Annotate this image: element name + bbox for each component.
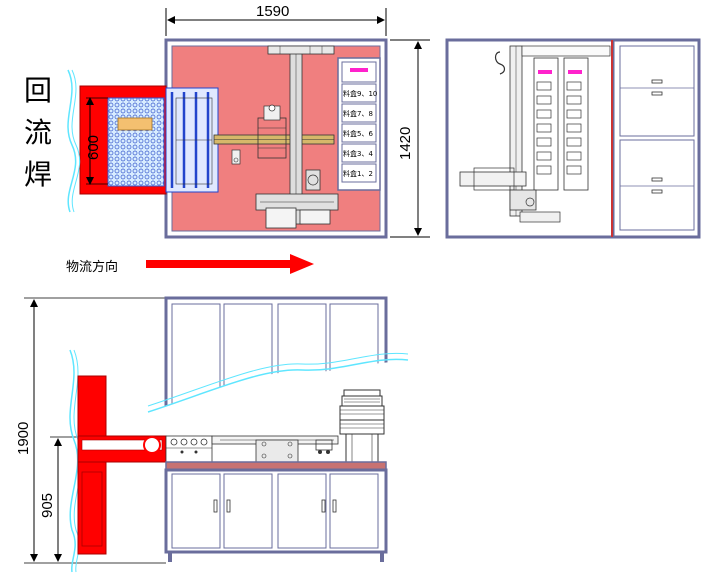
reflow-oven-top: [77, 375, 107, 437]
dim-conveyor-label: 600: [85, 135, 102, 160]
reflow-oven-base: [77, 461, 107, 555]
dim-depth-label: 1420: [397, 127, 414, 160]
side-view: [445, 38, 701, 239]
flow-arrow-head: [290, 254, 314, 274]
break-line-front: [147, 358, 409, 413]
magazine-label-4: 料盒3、4: [343, 149, 373, 158]
dim-work-height-label: 905: [39, 493, 56, 518]
dim-height-label: 1900: [15, 422, 32, 455]
roller-conveyor: [165, 87, 219, 193]
foot-left: [168, 552, 172, 562]
magazine-label-5: 料盒1、2: [343, 169, 373, 178]
magazine-rack: 料盒9、10 料盒7、8 料盒5、6 料盒3、4 料盒1、2: [337, 57, 381, 191]
dimension-depth: 1420: [390, 39, 430, 238]
reflow-char-3: 焊: [24, 158, 52, 191]
side-arm: [459, 171, 527, 187]
drive-assembly: [255, 169, 339, 229]
magazine-label-3: 料盒5、6: [343, 129, 373, 138]
foot-right: [380, 552, 384, 562]
side-magazines: [533, 57, 589, 191]
front-roller-conveyor: [165, 435, 213, 463]
side-frame-right: [611, 38, 701, 239]
flow-direction-label: 物流方向: [66, 259, 118, 275]
sensor-block: [231, 149, 241, 165]
top-view: 1590 1420 600 回 流 焊: [24, 3, 430, 239]
lifting-hook: [494, 51, 506, 75]
front-view: 1900 905: [15, 296, 410, 573]
magazine-label-2: 料盒7、8: [343, 109, 373, 118]
dim-width-label: 1590: [256, 3, 289, 20]
conveyor-mesh: [107, 97, 165, 187]
magazine-label-1: 料盒9、10: [343, 89, 377, 98]
flow-direction-indicator: 物流方向: [66, 254, 314, 275]
top-crossbar: [267, 45, 335, 55]
lower-cabinet: [164, 468, 388, 554]
reflow-char-2: 流: [24, 116, 52, 149]
side-cabinet-lower: [619, 139, 695, 231]
side-cabinet-upper: [619, 45, 695, 137]
front-magazine-stack: [339, 389, 385, 463]
reflow-char-1: 回: [24, 74, 52, 107]
break-line-left: [67, 69, 77, 213]
gripper-head: [257, 104, 287, 159]
dimension-width: 1590: [165, 3, 387, 36]
pcb-board: [117, 117, 153, 131]
flow-arrow-shaft: [146, 260, 292, 268]
